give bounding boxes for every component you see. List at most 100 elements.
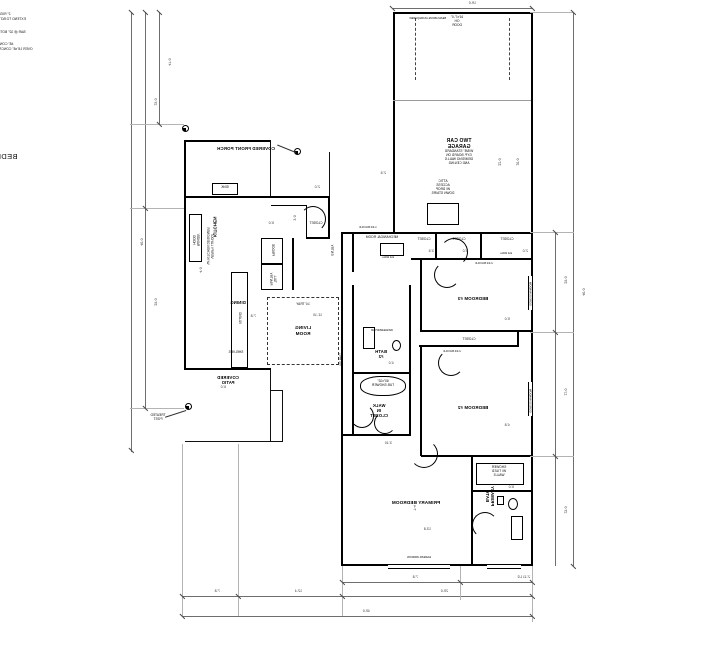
interior-wall-pantry-col — [292, 238, 294, 290]
interior-wall-bath2-west — [409, 285, 411, 435]
dim-left-15: 15'-0 — [563, 506, 568, 514]
primary-toilet — [508, 498, 518, 510]
exterior-wall-garage-top — [393, 12, 533, 15]
window-primary-bath — [487, 564, 521, 569]
dim-interior-3: 3'-5 — [428, 249, 434, 253]
exterior-wall-garage-right — [392, 12, 395, 234]
patio-edge-bottom — [185, 441, 271, 442]
bifold-note-3: 2-2/4 BI-FOLD — [443, 350, 461, 353]
dim-right-19: 19'-0 — [153, 98, 158, 106]
interior-wall-closet-div1 — [480, 232, 482, 259]
interior-wall-closet-div2 — [435, 232, 437, 259]
note-drywall: DRYWALL 1/2" — 5/8" — [0, 196, 126, 206]
door-swing-entry-front — [300, 206, 326, 232]
dim-right-outer-46: 46'-0 — [139, 238, 144, 246]
dim-interior-11: 5'-0 — [504, 317, 510, 321]
exterior-wall-garage-left — [530, 12, 533, 232]
patio-step-side — [282, 390, 283, 442]
dim-interior-10: 4'-0 — [388, 361, 394, 365]
room-label-dining: DINING — [230, 300, 246, 305]
dim-left-11: 11'-0 — [563, 388, 568, 396]
interior-wall-living-north — [271, 205, 306, 207]
exterior-wall-east-upper — [183, 140, 186, 370]
dim-bottom-20: 20'-0 — [440, 589, 448, 593]
porch-face — [329, 152, 330, 198]
sec-wall-note-2: 2x4 WALL — [381, 256, 395, 259]
beam-above-note: BEAM ABOVE AS REQUIRED — [409, 17, 446, 20]
closet-label-right: CLOSET — [417, 237, 431, 241]
dimline-left-3 — [555, 456, 556, 566]
note-vapor-barrier: 4TH VAPOR W/ VCT LFL — [0, 110, 126, 120]
interior-wall-closet-band — [419, 345, 519, 347]
treated-post-note: TREATED POST — [150, 413, 166, 421]
exterior-wall-center-south — [340, 368, 343, 566]
note-rebar: BAR @ 32" BOTH DIRECTIONS — [0, 30, 26, 34]
bed-closet-label: CLOSET — [462, 337, 476, 341]
room-label-walk-in-closet: WALK IN CLOSET — [370, 403, 388, 419]
room-label-bath2: BATH #2 — [375, 349, 387, 360]
dim-bottom-2-11: 2'-11 1/2 — [517, 575, 530, 579]
primary-linen — [497, 496, 504, 505]
dim-bottom-12-4: 12'-4 — [294, 589, 302, 593]
dimline-bottom-mid1 — [343, 596, 533, 597]
closet-label-left: CLOSET — [500, 237, 514, 241]
dimline-bottom-inner — [461, 582, 533, 583]
attic-access-note: ATTIC ACCESS W/ DROP DOWN STAIRS — [431, 179, 455, 195]
dim-interior-2: 3'-0 — [462, 249, 468, 253]
bifold-note-2: 2-2/4 BI-FOLD — [475, 262, 493, 265]
dimline-bottom-outer — [183, 616, 533, 617]
interior-wall-entry-west — [328, 196, 330, 238]
living-tray-note: 14' TRAY — [296, 302, 310, 306]
dim-interior-9: 3'-10 — [384, 441, 392, 445]
dim-interior-4: 13'-8 — [423, 527, 431, 531]
interior-wall-hall-north — [411, 258, 531, 260]
garage-construction-note: W/5/8" STANDARD GYP. BOARD ON DEMISING W… — [444, 149, 474, 165]
door-swing-primary — [410, 440, 438, 468]
note-frost-footing: 48" CONCRETE FROST OVER 16"x8" CONCRETE … — [0, 42, 33, 51]
room-label-bedroom3: BEDROOM #3 — [457, 296, 489, 301]
dim-right-20: 20'-0 — [153, 298, 158, 306]
primary-vanity — [511, 516, 523, 540]
dim-left-20: 20'-0 — [563, 276, 568, 284]
garage-slab-line — [393, 100, 531, 101]
interior-wall-mech-north — [341, 232, 411, 234]
garage-attic-box — [427, 203, 459, 225]
room-label-mech: MECHANICAL ROOM — [365, 235, 399, 239]
dim-interior-1: 2'-0 — [522, 249, 528, 253]
egress-window-2: EGRESS WINDOW — [528, 388, 532, 413]
entry-label: ENTRY — [329, 244, 334, 256]
interior-wall-entry-south — [306, 237, 330, 239]
tile-wall-note: TILE WALL — [338, 352, 342, 367]
dimline-bottom-inner2 — [343, 582, 461, 583]
patio-step — [270, 390, 283, 391]
kitchen-sink-label: SINK — [221, 185, 229, 189]
room-label-living: LIVING ROOM — [294, 325, 312, 336]
egress-window-1: EGRESS WINDOW — [528, 281, 532, 306]
dim-interior-6: 7'-8 — [250, 314, 256, 318]
washer-dryer — [380, 243, 404, 256]
patio-edge-left — [270, 370, 271, 442]
washer-dryer-label: WASHER/DRYER — [371, 329, 393, 332]
dim-interior-20: 6'-0 — [220, 385, 226, 389]
dim-top-19: 19'-0 — [468, 1, 476, 5]
room-label-primary-bath: PRIMARY BATH — [485, 486, 496, 507]
dimline-right-1 — [159, 12, 160, 124]
dim-left-outer-46: 46'-0 — [581, 288, 586, 296]
dim-interior-16: 2'-0 — [314, 185, 320, 189]
closet-label-mid: CLOSET — [452, 237, 466, 241]
garage-door-dash-right — [415, 18, 416, 80]
exterior-wall-porch-top — [184, 140, 271, 142]
porch-post-2 — [182, 125, 189, 132]
kitchen-range-label: RANGE/ HOOD — [192, 233, 200, 247]
kitchen-pantry-label: TALL PANTRY — [269, 272, 277, 286]
dimline-top — [393, 8, 533, 9]
door-swing-bed2 — [438, 350, 464, 376]
dim-interior-13: 16'-0 — [515, 158, 520, 166]
dim-right-47: 47'-0 — [167, 58, 172, 66]
room-label-covered-patio: COVERED PATIO — [217, 375, 239, 386]
patio-shelves-label: SHELVES — [228, 350, 244, 354]
dim-interior-18: 5'-0 — [268, 221, 274, 225]
interior-wall-bath2-mid — [353, 372, 411, 374]
